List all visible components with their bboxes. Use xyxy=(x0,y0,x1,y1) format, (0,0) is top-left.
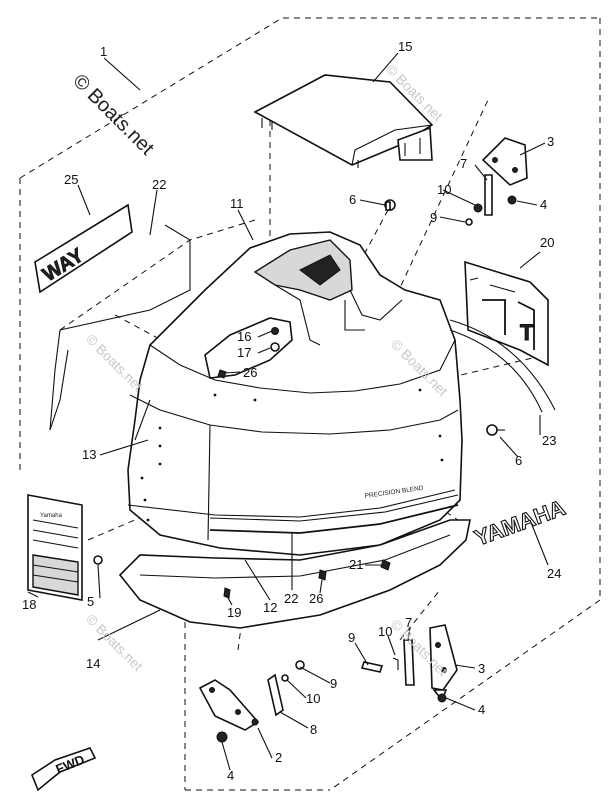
callout-8: 8 xyxy=(310,722,317,737)
callout-23: 23 xyxy=(542,433,556,448)
callout-17: 17 xyxy=(237,345,251,360)
fwd-label: FWD xyxy=(54,752,87,777)
boundary-line-bottom-right xyxy=(329,599,601,791)
callout-numbers: 1 2 3 3 4 4 4 5 6 6 7 7 8 9 9 9 10 10 10… xyxy=(22,39,561,783)
panel-decal-text: T xyxy=(520,320,534,345)
callout-24: 24 xyxy=(547,566,561,581)
callout-10-top: 10 xyxy=(437,182,451,197)
callout-6-top: 6 xyxy=(349,192,356,207)
callout-2: 2 xyxy=(275,750,282,765)
callout-11: 11 xyxy=(230,196,244,211)
callout-12: 12 xyxy=(263,600,277,615)
callout-4-lower: 4 xyxy=(227,768,234,783)
callout-6-right: 6 xyxy=(515,453,522,468)
badge-text: Yamaha xyxy=(40,513,63,519)
callout-7-top: 7 xyxy=(460,156,467,171)
leader-20-lower xyxy=(439,354,546,381)
callout-15: 15 xyxy=(398,39,412,54)
callout-9-bottom: 9 xyxy=(348,630,355,645)
callout-9-top: 9 xyxy=(430,210,437,225)
callout-7-bottom: 7 xyxy=(405,615,412,630)
side-panel-part-20: T xyxy=(464,260,549,367)
callout-16: 16 xyxy=(237,329,251,344)
callout-22-top: 22 xyxy=(152,177,166,192)
fwd-arrow-icon: FWD xyxy=(31,747,97,792)
callout-25: 25 xyxy=(64,172,78,187)
leader-6-top xyxy=(344,209,389,291)
top-cover-part-15 xyxy=(253,74,434,168)
callout-20: 20 xyxy=(540,235,554,250)
fasteners xyxy=(93,137,528,743)
callout-26-bottom: 26 xyxy=(309,591,323,606)
callout-21: 21 xyxy=(349,557,363,572)
side-strip-part-23 xyxy=(449,319,556,413)
bottom-seal-part-14 xyxy=(118,519,471,629)
callout-9-lower: 9 xyxy=(330,676,337,691)
callout-13: 13 xyxy=(82,447,96,462)
watermark-main: © Boats.net xyxy=(68,70,158,160)
callout-leaders xyxy=(27,52,549,771)
yamaha-logo-text: YAMAHA xyxy=(471,495,568,551)
callout-18: 18 xyxy=(22,597,36,612)
callout-19: 19 xyxy=(227,605,241,620)
callout-10-lower: 10 xyxy=(306,691,320,706)
watermark-faint-2: © Boats.net xyxy=(83,331,146,394)
side-decal-part-22-left xyxy=(49,224,191,431)
callout-1: 1 xyxy=(100,44,107,59)
callout-22-bottom: 22 xyxy=(284,591,298,606)
boundary-line-top xyxy=(19,17,600,179)
callout-10-bottom: 10 xyxy=(378,624,392,639)
callout-5: 5 xyxy=(87,594,94,609)
callout-3-bottom: 3 xyxy=(478,661,485,676)
logo-decal-part-24: YAMAHA xyxy=(471,494,570,551)
front-badge-part-18: Yamaha xyxy=(27,494,83,601)
side-decal-part-25: WAY xyxy=(34,203,133,294)
callout-26-top: 26 xyxy=(243,365,257,380)
callout-4-bottom: 4 xyxy=(478,702,485,717)
callout-3-top: 3 xyxy=(547,134,554,149)
top-cowling-part-11: PRECISION BLEND xyxy=(127,231,463,556)
callout-14: 14 xyxy=(86,656,100,671)
callout-4-top: 4 xyxy=(540,197,547,212)
